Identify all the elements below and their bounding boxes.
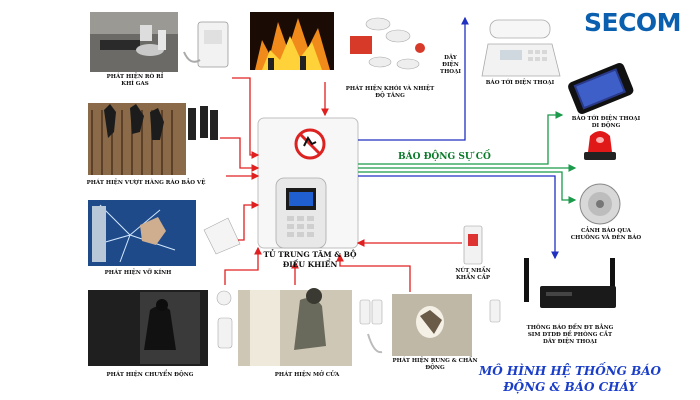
glass-sensor-device: [203, 217, 241, 255]
panic-button-device: [463, 225, 483, 265]
alarm-bell-device: [579, 183, 621, 225]
output-green-arrows: [358, 111, 577, 204]
glass-break-label: PHÁT HIỆN VỠ KÍNH: [104, 270, 172, 276]
fire-photo: [250, 12, 334, 70]
gas-leak-photo: [90, 12, 178, 72]
input-arrows: [220, 77, 462, 292]
vibration-sensor-devices: [359, 299, 501, 354]
alarm-incident-label: BÁO ĐỘNG SỰ CỐ: [398, 152, 491, 162]
fence-intrusion-photo: [88, 103, 186, 175]
beam-sensor-devices: [188, 106, 218, 140]
door-open-label: PHÁT HIỆN MỞ CỬA: [274, 372, 340, 378]
landline-phone-device: [481, 19, 561, 77]
control-panel-device: [257, 117, 359, 249]
gsm-dialer-device: [524, 258, 616, 308]
mobile-phone-device: [568, 62, 634, 114]
motion-photo: [88, 290, 208, 366]
motion-label: PHÁT HIỆN CHUYỂN ĐỘNG: [106, 372, 194, 378]
motion-sensor-devices: [216, 290, 233, 349]
vibration-photo: [392, 294, 472, 356]
gas-detector-device: [183, 21, 229, 68]
fence-intrusion-label: PHÁT HIỆN VƯỢT HÀNG RÀO BẢO VỆ: [86, 180, 206, 186]
landline-label: BÁO TỚI ĐIỆN THOẠI: [485, 80, 555, 86]
smoke-detector-devices: [350, 17, 425, 70]
secom-logo: SECOM: [584, 8, 682, 37]
glass-break-photo: [88, 200, 196, 266]
output-blue-arrows: [358, 16, 559, 260]
door-open-photo: [238, 288, 352, 366]
siren-light-device: [584, 131, 616, 160]
